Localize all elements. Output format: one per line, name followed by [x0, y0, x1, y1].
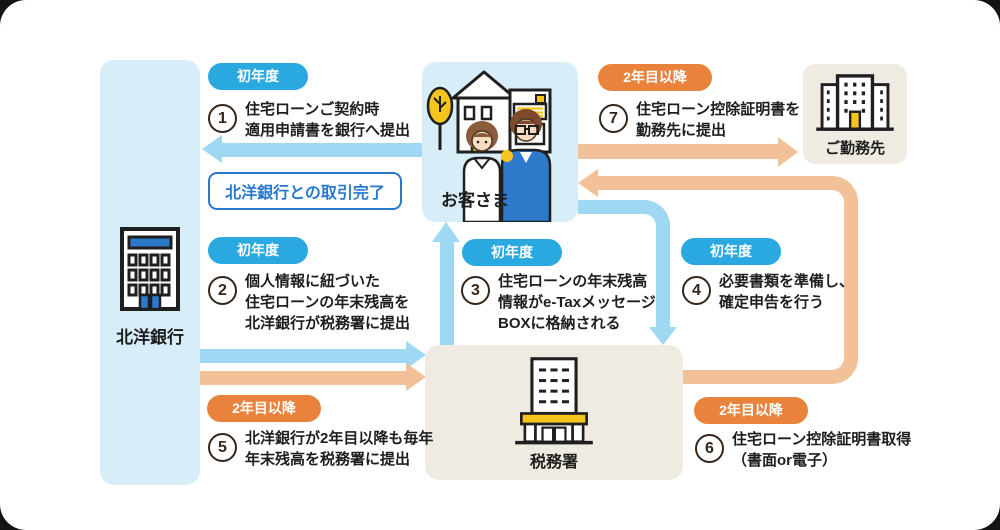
arrow-step7-head: [778, 137, 798, 167]
workplace-label: ご勤務先: [824, 140, 885, 157]
tax-office-panel: 税務署: [425, 345, 683, 480]
step-3-number: 3: [461, 276, 490, 305]
arrow-step3-head: [432, 222, 460, 242]
arrow-step7-body: [578, 144, 778, 159]
badge-step2-first-year: 初年度: [208, 237, 308, 264]
step-4-text: 必要書類を準備し、確定申告を行う: [719, 273, 855, 311]
step-6-text: 住宅ローン控除証明書取得（書面or電子）: [732, 431, 912, 469]
bank-transaction-complete-note: 北洋銀行との取引完了: [208, 172, 402, 210]
step-1-text: 住宅ローンご契約時適用申請書を銀行へ提出: [245, 101, 411, 139]
step-4: 4 必要書類を準備し、確定申告を行う: [682, 271, 854, 313]
house-and-couple-illustration: [426, 70, 552, 222]
arrow-step4-elbow: [578, 200, 670, 327]
badge-step6-second-year: 2年目以降: [694, 397, 808, 424]
badge-step5-second-year: 2年目以降: [207, 395, 321, 422]
arrow-step4-head: [649, 327, 677, 345]
arrow-step1-body: [222, 143, 422, 157]
arrow-step2-body: [200, 349, 406, 363]
step-5-number: 5: [208, 433, 237, 462]
office-building-icon: [816, 74, 894, 131]
workplace-panel: ご勤務先: [803, 64, 907, 164]
step-2-number: 2: [208, 276, 237, 305]
bank-building-icon: [120, 227, 180, 311]
step-6-number: 6: [695, 434, 724, 463]
arrow-step3-body: [440, 242, 454, 345]
step-4-number: 4: [682, 276, 711, 305]
arrow-step5-head: [406, 363, 426, 391]
step-7-number: 7: [599, 104, 628, 133]
step-2: 2 個人情報に紐づいた住宅ローンの年末残高を北洋銀行が税務署に提出: [208, 271, 410, 334]
badge-step4-first-year: 初年度: [681, 238, 781, 265]
arrow-step5-body: [200, 371, 406, 385]
bank-label: 北洋銀行: [116, 328, 184, 347]
step-1: 1 住宅ローンご契約時適用申請書を銀行へ提出: [208, 99, 410, 141]
step-2-text: 個人情報に紐づいた住宅ローンの年末残高を北洋銀行が税務署に提出: [245, 273, 411, 332]
arrow-step6-head: [578, 169, 598, 197]
step-6: 6 住宅ローン控除証明書取得（書面or電子）: [695, 429, 911, 471]
government-building-icon: [515, 357, 593, 445]
badge-step3-first-year: 初年度: [462, 239, 562, 266]
customer-panel: お客さま: [422, 62, 578, 222]
step-5: 5 北洋銀行が2年目以降も毎年年末残高を税務署に提出: [208, 428, 433, 470]
badge-step7-second-year: 2年目以降: [598, 64, 712, 91]
step-7-text: 住宅ローン控除証明書を勤務先に提出: [636, 101, 801, 139]
step-1-number: 1: [208, 104, 237, 133]
step-7: 7 住宅ローン控除証明書を勤務先に提出: [599, 99, 800, 141]
bank-panel: 北洋銀行: [100, 60, 200, 485]
tax-office-label: 税務署: [529, 454, 578, 471]
step-5-text: 北洋銀行が2年目以降も毎年年末残高を税務署に提出: [245, 430, 434, 468]
arrow-step1-head: [202, 135, 222, 163]
badge-step1-first-year: 初年度: [208, 63, 308, 90]
arrow-step2-head: [406, 341, 426, 369]
customer-label: お客さま: [441, 191, 510, 210]
